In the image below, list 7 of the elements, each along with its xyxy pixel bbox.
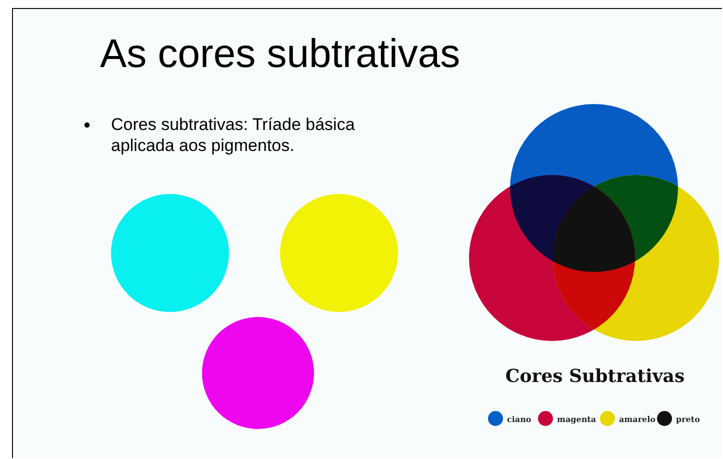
legend-label: preto [676, 414, 700, 424]
bullet-text: Cores subtrativas: Tríade básica aplicada aos pigmentos. [111, 114, 356, 156]
slide-title: As cores subtrativas [100, 32, 460, 77]
legend-label: magenta [557, 414, 596, 424]
legend-label: amarelo [619, 414, 656, 424]
legend-title: Cores Subtrativas [504, 366, 686, 387]
legend-label: ciano [507, 414, 532, 424]
